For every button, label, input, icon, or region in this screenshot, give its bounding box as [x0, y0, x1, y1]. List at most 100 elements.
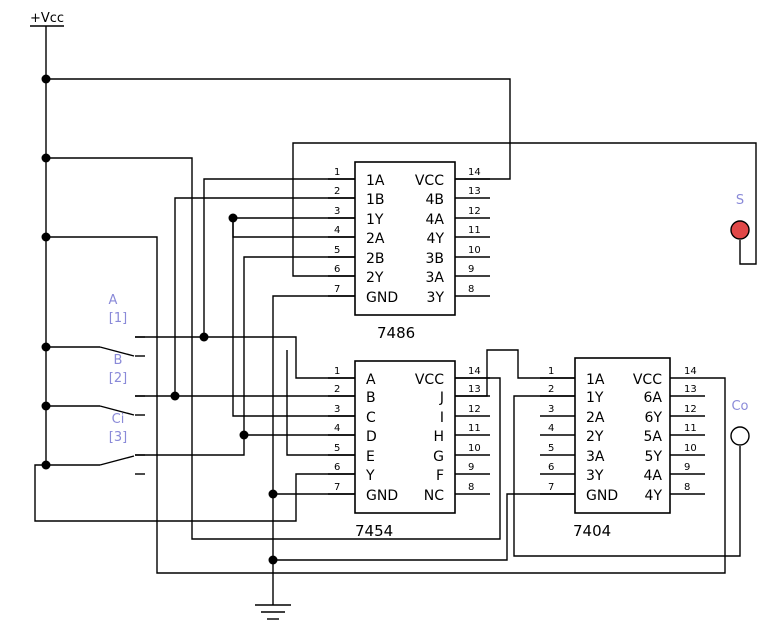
- pin-number: 7: [548, 482, 554, 493]
- pin-label: 2A: [366, 231, 385, 247]
- switch-b[interactable]: B [2]: [99, 353, 145, 416]
- output-s-label: S: [736, 193, 744, 208]
- pin-label: 4Y: [645, 488, 663, 504]
- pin-label: NC: [424, 488, 444, 504]
- pin-number: 9: [468, 264, 474, 275]
- pin-number: 4: [334, 225, 340, 236]
- pin-number: 14: [684, 366, 697, 377]
- pin-number: 6: [334, 462, 340, 473]
- chip-7486-name: 7486: [377, 324, 415, 342]
- pin-number: 11: [468, 423, 481, 434]
- pin-label: 3B: [425, 251, 444, 267]
- pin-label: VCC: [415, 372, 444, 388]
- switch-b-name: B: [114, 353, 123, 368]
- pin-number: 4: [548, 423, 554, 434]
- pin-label: 3A: [586, 449, 605, 465]
- pin-number: 1: [334, 167, 340, 178]
- pin-label: 1B: [366, 192, 385, 208]
- pin-label: GND: [586, 488, 618, 504]
- switch-a-name: A: [109, 293, 118, 308]
- pin-label: 5Y: [645, 449, 663, 465]
- pin-number: 1: [548, 366, 554, 377]
- pin-number: 10: [468, 245, 481, 256]
- chip-7404-name: 7404: [573, 522, 611, 540]
- pin-number: 9: [684, 462, 690, 473]
- pin-number: 2: [334, 186, 340, 197]
- pin-label: 4A: [644, 468, 663, 484]
- pin-number: 6: [334, 264, 340, 275]
- pin-number: 6: [548, 462, 554, 473]
- pin-label: 4A: [426, 212, 445, 228]
- pin-number: 14: [468, 366, 481, 377]
- pin-label: Y: [365, 468, 375, 484]
- pin-label: 3A: [426, 270, 445, 286]
- output-co-label: Co: [731, 399, 748, 414]
- pin-number: 5: [334, 443, 340, 454]
- pin-number: 8: [468, 482, 474, 493]
- pin-label: 2A: [586, 410, 605, 426]
- pin-number: 3: [334, 206, 340, 217]
- pin-number: 8: [468, 284, 474, 295]
- pin-number: 2: [548, 384, 554, 395]
- pin-number: 11: [684, 423, 697, 434]
- output-co-lamp-icon: [730, 426, 750, 446]
- pin-label: VCC: [415, 173, 444, 189]
- pin-number: 8: [684, 482, 690, 493]
- pin-number: 12: [468, 206, 481, 217]
- pin-number: 12: [468, 404, 481, 415]
- vcc-label: +Vcc: [30, 11, 64, 26]
- pin-label: F: [436, 468, 444, 484]
- pin-number: 9: [468, 462, 474, 473]
- switch-ci-name: Ci: [112, 412, 125, 427]
- pin-number: 12: [684, 404, 697, 415]
- pin-number: 10: [684, 443, 697, 454]
- chip-7454-name: 7454: [355, 522, 393, 540]
- output-s-lamp-icon: [730, 220, 750, 240]
- pin-number: 13: [684, 384, 697, 395]
- pin-number: 2: [334, 384, 340, 395]
- pin-label: GND: [366, 488, 398, 504]
- pin-number: 11: [468, 225, 481, 236]
- vcc-supply: +Vcc: [30, 11, 64, 465]
- pin-number: 1: [334, 366, 340, 377]
- pin-number: 5: [548, 443, 554, 454]
- pin-label: 3Y: [427, 290, 445, 306]
- pin-label: G: [433, 449, 444, 465]
- pin-number: 4: [334, 423, 340, 434]
- pin-label: 5A: [644, 429, 663, 445]
- pin-label: H: [433, 429, 444, 445]
- pin-label: A: [366, 372, 376, 388]
- pin-number: 3: [548, 404, 554, 415]
- output-co-probe: Co: [730, 399, 750, 446]
- pin-label: 1Y: [366, 212, 384, 228]
- pin-label: 1Y: [586, 390, 604, 406]
- pin-label: J: [439, 390, 444, 406]
- switch-ci[interactable]: Ci [3]: [99, 412, 145, 475]
- pin-label: 6Y: [645, 410, 663, 426]
- switch-a[interactable]: A [1]: [99, 293, 145, 357]
- pin-label: D: [366, 429, 377, 445]
- output-s-probe: S: [730, 193, 750, 240]
- pin-label: 1A: [366, 173, 385, 189]
- pin-number: 10: [468, 443, 481, 454]
- pin-number: 14: [468, 167, 481, 178]
- junctions: [41, 74, 278, 565]
- pin-label: C: [366, 410, 376, 426]
- pin-label: 2Y: [586, 429, 604, 445]
- ground-symbol: [255, 560, 291, 620]
- pin-label: GND: [366, 290, 398, 306]
- pin-label: 2B: [366, 251, 385, 267]
- switch-ci-key: [3]: [109, 430, 127, 445]
- pin-label: E: [366, 449, 375, 465]
- switch-b-key: [2]: [109, 371, 127, 386]
